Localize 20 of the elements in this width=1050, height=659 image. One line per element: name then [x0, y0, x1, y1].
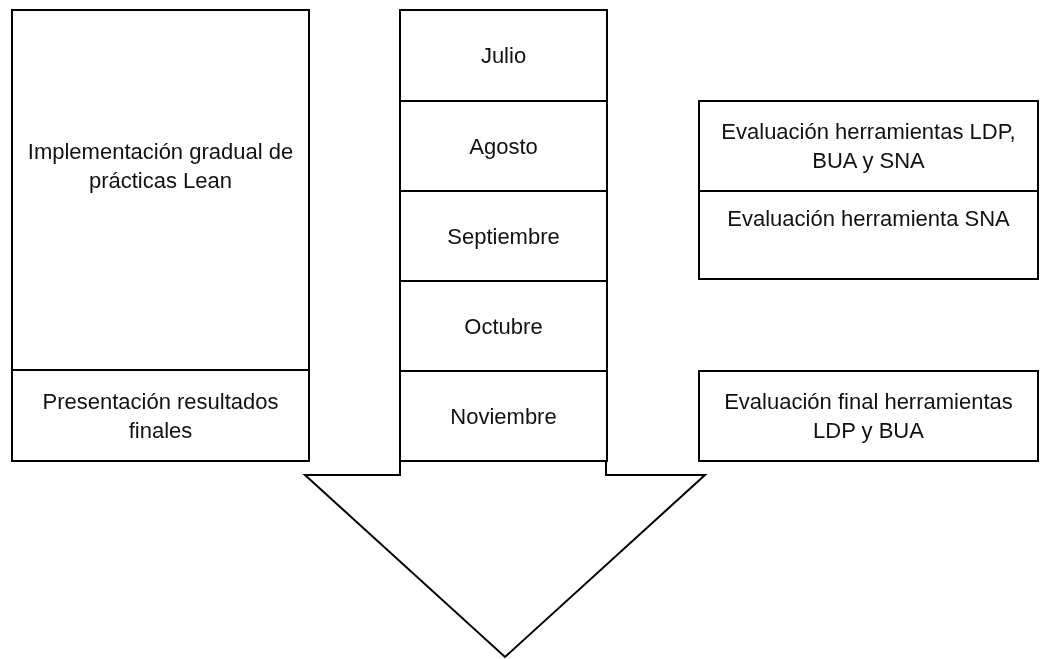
month-box — [399, 370, 608, 462]
process-box — [11, 369, 310, 462]
box-label: Julio — [479, 42, 528, 70]
process-box — [698, 100, 1039, 192]
month-box — [399, 9, 608, 102]
box-label: Octubre — [463, 312, 544, 341]
box-label: Evaluación final herramientas LDP y BUA — [723, 388, 1014, 445]
process-box — [698, 370, 1039, 462]
box-label: Implementación gradual de prácticas Lean — [26, 138, 295, 195]
month-box — [399, 280, 608, 372]
box-label: Noviembre — [449, 402, 558, 431]
month-box — [399, 190, 608, 282]
process-box — [11, 9, 310, 371]
box-label: Agosto — [468, 132, 539, 161]
box-label: Presentación resultados finales — [41, 387, 280, 445]
box-label: Evaluación herramientas LDP, BUA y SNA — [720, 118, 1017, 175]
process-box — [698, 190, 1039, 280]
box-label: Evaluación herramienta SNA — [726, 205, 1011, 233]
month-box — [399, 100, 608, 192]
box-label: Septiembre — [446, 222, 561, 251]
